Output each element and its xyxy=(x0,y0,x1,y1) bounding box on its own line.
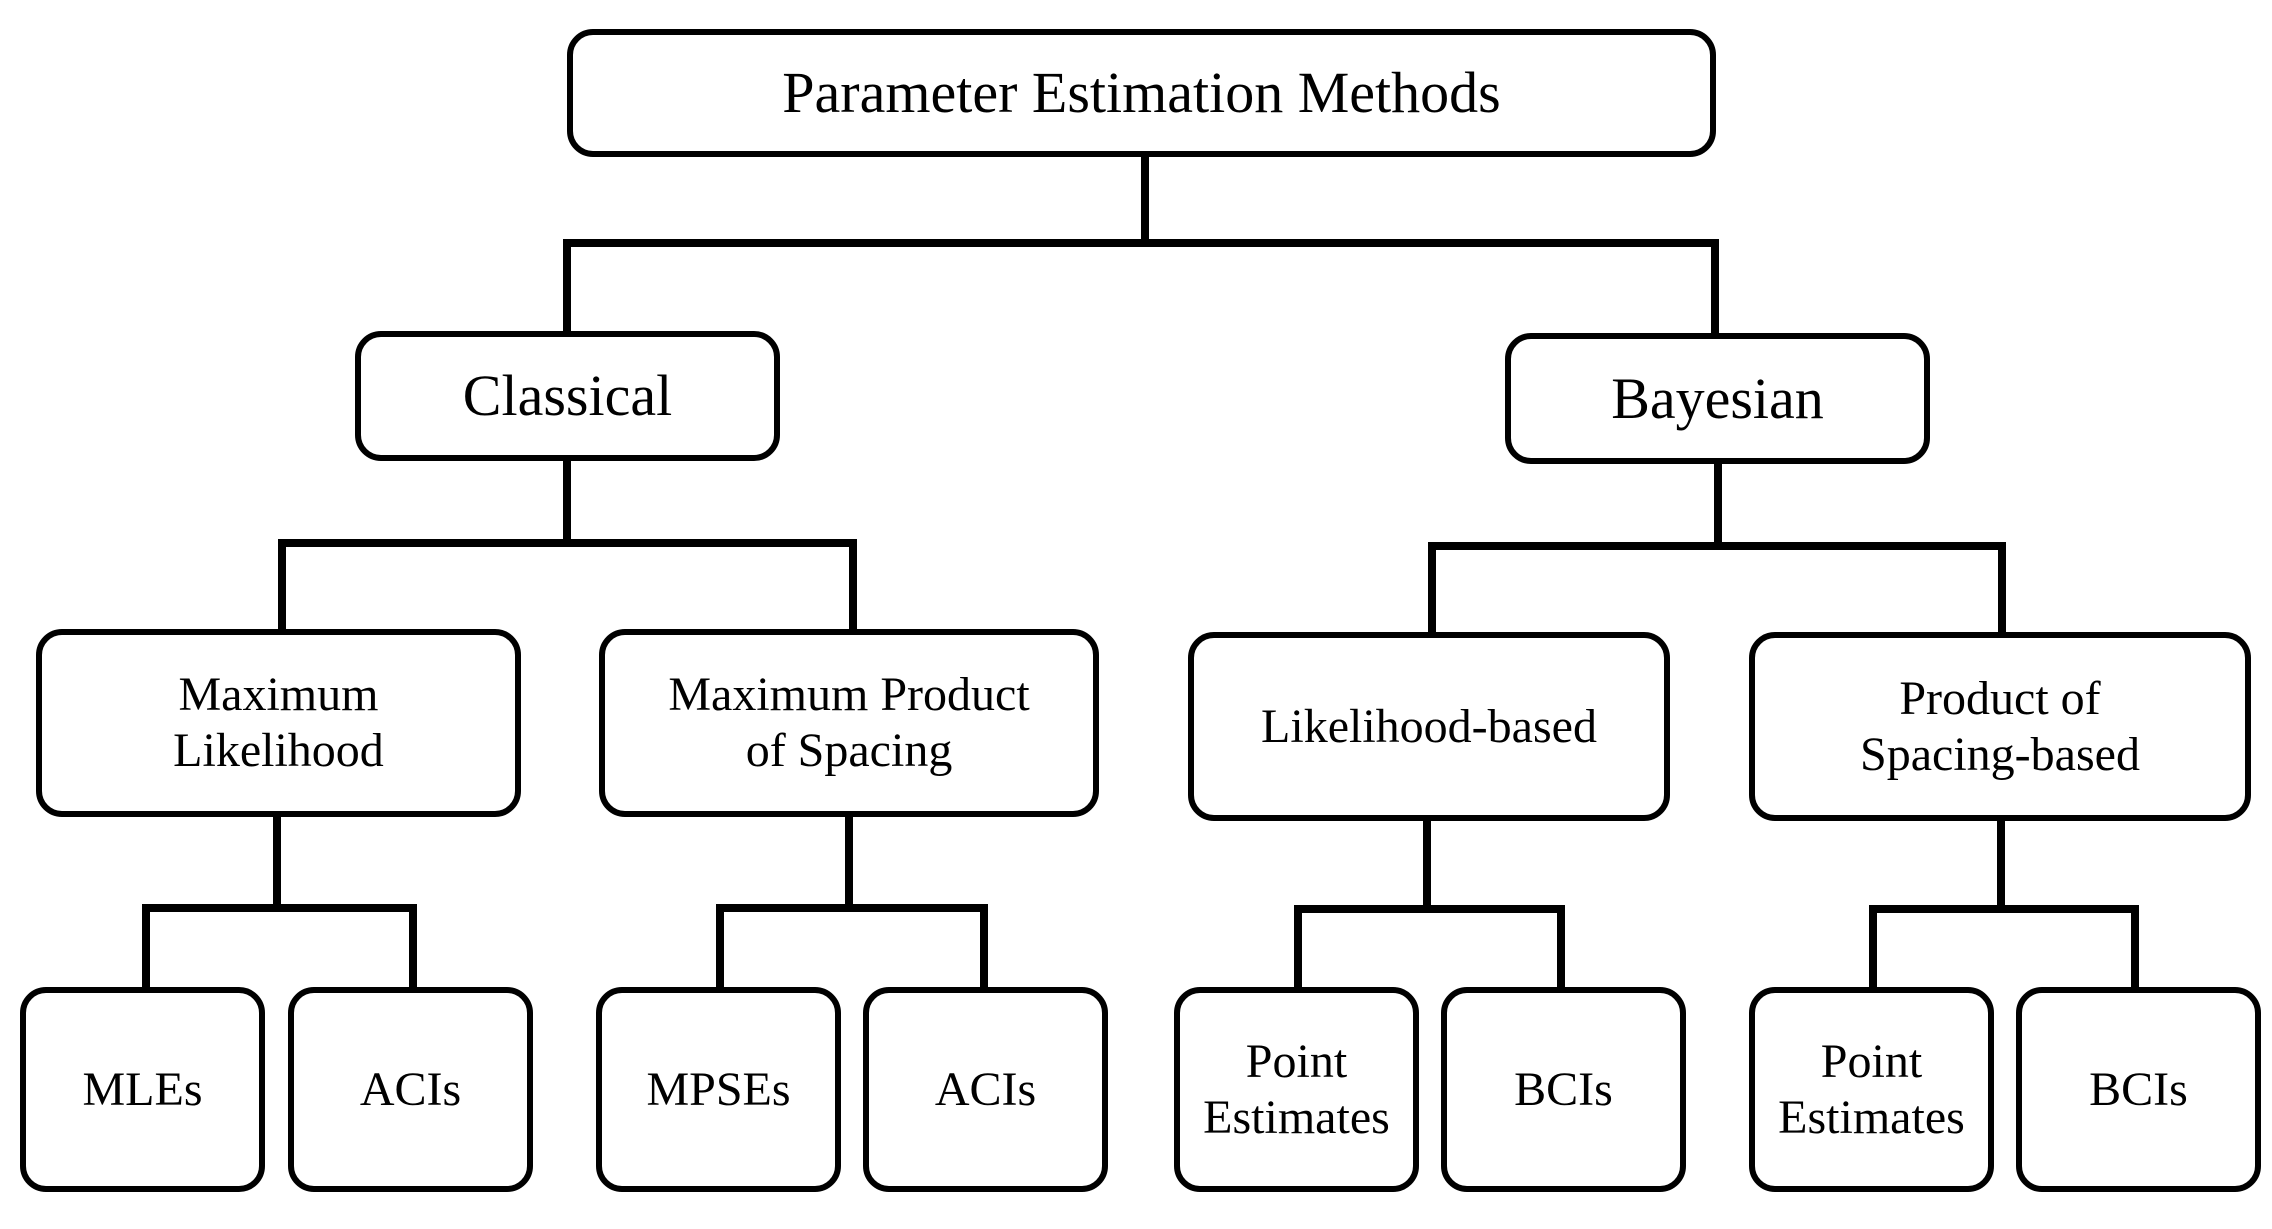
point-estimates-line2: Estimates xyxy=(1778,1090,1965,1144)
maximum-product-line1: Maximum Product xyxy=(668,668,1030,722)
product-of-spacing-based-label: Product of Spacing-based xyxy=(1860,671,2140,782)
point-estimates-node-likelihood: Point Estimates xyxy=(1174,987,1419,1192)
bcis-node-likelihood: BCIs xyxy=(1441,987,1686,1192)
point-estimates-label: Point Estimates xyxy=(1778,1034,1965,1145)
connector-mps xyxy=(716,811,988,995)
connector-spacing-based xyxy=(1869,814,2139,995)
connector-root xyxy=(563,149,1719,341)
root-label: Parameter Estimation Methods xyxy=(782,60,1501,126)
maximum-likelihood-line1: Maximum xyxy=(178,668,379,722)
maximum-product-of-spacing-node: Maximum Product of Spacing xyxy=(599,629,1099,817)
maximum-likelihood-node: Maximum Likelihood xyxy=(36,629,521,817)
connector-bayesian xyxy=(1428,458,2006,640)
product-of-spacing-based-node: Product of Spacing-based xyxy=(1749,632,2251,821)
acis-node-classical-mps: ACIs xyxy=(863,987,1108,1192)
mpses-node: MPSEs xyxy=(596,987,841,1192)
acis-node-classical-mle: ACIs xyxy=(288,987,533,1192)
mpses-label: MPSEs xyxy=(646,1062,791,1116)
connector-classical xyxy=(278,455,857,637)
product-of-spacing-line2: Spacing-based xyxy=(1860,727,2140,781)
maximum-likelihood-label: Maximum Likelihood xyxy=(173,667,384,778)
point-estimates-line1: Point xyxy=(1820,1034,1923,1088)
maximum-likelihood-line2: Likelihood xyxy=(173,724,384,777)
acis-label: ACIs xyxy=(359,1062,462,1116)
point-estimates-line2: Estimates xyxy=(1203,1090,1390,1144)
bcis-label: BCIs xyxy=(2089,1062,2188,1116)
bcis-node-spacing: BCIs xyxy=(2016,987,2261,1192)
maximum-product-of-spacing-label: Maximum Product of Spacing xyxy=(668,667,1029,778)
point-estimates-label: Point Estimates xyxy=(1203,1034,1390,1145)
connector-likelihood-based xyxy=(1294,814,1565,995)
bayesian-label: Bayesian xyxy=(1611,365,1824,431)
point-estimates-node-spacing: Point Estimates xyxy=(1749,987,1994,1192)
mles-node: MLEs xyxy=(20,987,265,1192)
likelihood-based-node: Likelihood-based xyxy=(1188,632,1670,821)
classical-label: Classical xyxy=(462,363,673,429)
mles-label: MLEs xyxy=(82,1062,203,1116)
bcis-label: BCIs xyxy=(1514,1062,1613,1116)
point-estimates-line1: Point xyxy=(1245,1034,1348,1088)
classical-node: Classical xyxy=(355,331,780,461)
bayesian-node: Bayesian xyxy=(1505,333,1930,464)
likelihood-based-label: Likelihood-based xyxy=(1261,699,1597,753)
connector-mle xyxy=(142,811,417,995)
product-of-spacing-line1: Product of xyxy=(1899,671,2101,725)
acis-label: ACIs xyxy=(934,1062,1037,1116)
root-node: Parameter Estimation Methods xyxy=(567,29,1716,157)
maximum-product-line2: of Spacing xyxy=(745,724,953,777)
